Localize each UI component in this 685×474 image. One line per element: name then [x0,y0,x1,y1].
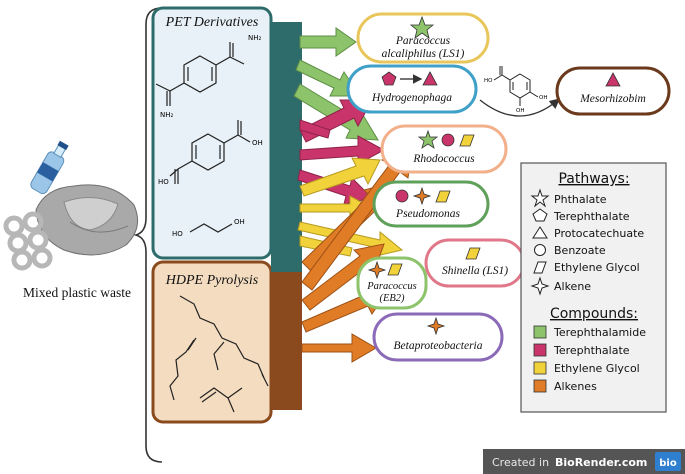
four-point-star-icon [530,276,550,296]
legend-pathway-label: Protocatechuate [554,227,644,240]
legend-pathways: Phthalate Terephthalate Protocatechuate … [530,188,644,296]
pet-nh2-bottom: NH₂ [160,111,174,119]
watermark-brand: BioRender.com [555,456,647,469]
pet-nh2-top: NH₂ [248,34,262,42]
organism-paracoccus-alcaliphilus: Paracoccus alcaliphilus (LS1) [356,12,490,64]
legend-compound-label: Ethylene Glycol [554,362,640,375]
watermark-badge: bio [659,458,677,469]
curved-arrow-icon [479,98,560,117]
parallelogram-icon [533,261,547,274]
pet-derivatives-box [151,6,273,260]
alkene-four-point-star-icon [412,186,432,206]
ethylene-glycol-parallelogram-icon [435,190,451,203]
organism-mesorhizobim: Mesorhizobim [555,66,671,116]
molecule-ho: HO [484,78,493,84]
terephthalamide-structure [155,42,245,106]
legend-pathway-label: Terephthalate [553,210,630,223]
biorender-watermark[interactable]: Created in BioRender.com bio [483,449,685,474]
pet-oh-b: HO [158,178,169,186]
phthalate-star-icon [409,15,435,39]
legend-pathway-label: Alkene [554,280,591,293]
ethylene-glycol-parallelogram-icon [387,263,403,276]
ethylene-glycol-parallelogram-icon [459,134,475,147]
compound-swatch [533,379,547,393]
ethylene-glycol-parallelogram-icon [465,247,481,260]
legend-pathway-label: Phthalate [554,193,607,206]
watermark-text: Created in [492,456,549,469]
organism-label: Pseudomonas [395,208,460,220]
organism-shinella: Shinella (LS1) [424,238,526,288]
benzoate-circle-icon [441,133,455,147]
hdpe-title: HDPE Pyrolysis [165,273,259,288]
organism-label: Mesorhizobim [579,93,646,105]
legend-compounds: Terephthalamide Terephthalate Ethylene G… [533,325,646,393]
pet-flow-bar [271,22,302,272]
legend-compound-label: Terephthalate [553,344,630,357]
circle-icon [534,244,546,256]
molecule-oh2: OH [516,108,524,114]
organism-label: Paracoccus [366,281,417,292]
compound-swatch [533,361,547,375]
source-label: Mixed plastic waste [23,285,131,300]
pet-oh-a: OH [252,139,263,147]
hdpe-flow-bar [271,272,302,410]
legend-pathway-label: Benzoate [554,244,606,257]
pet-oh-d: OH [234,218,245,226]
protocatechuate-structure [493,66,539,106]
compound-swatch [533,343,547,357]
phthalate-star-icon [417,129,439,149]
organism-label: Rhodococcus [412,153,475,165]
biorender-logo-icon [655,452,681,471]
legend-compound-label: Terephthalamide [553,326,646,339]
pathways-title: Pathways: [558,171,629,187]
molecule-oh1: OH [539,95,547,101]
organism-betaproteobacteria: Betaproteobacteria [372,312,504,362]
pet-title: PET Derivatives [165,15,259,30]
protocatechuate-triangle-icon [422,71,438,86]
legend-pathway-label: Ethylene Glycol [554,261,640,274]
star-icon [530,188,550,208]
ethylene-glycol-structure [189,223,233,233]
grouping-bracket [133,7,163,463]
organism-label: Shinella (LS1) [442,265,508,277]
protocatechuate-triangle-icon [605,72,621,87]
organism-label: Betaproteobacteria [394,340,483,352]
pet-oh-c: HO [172,230,183,238]
organism-hydrogenophaga: Hydrogenophaga [346,64,478,114]
organism-paracoccus-eb2: Paracoccus (EB2) [356,256,428,310]
flow-arrows [293,27,413,363]
pentagon-icon [532,208,548,222]
terephthalate-structure [169,120,251,184]
legend-compound-label: Alkenes [554,380,597,393]
organism-rhodococcus: Rhodococcus [380,124,508,174]
alkene-four-point-star-icon [426,316,446,336]
benzoate-circle-icon [395,189,409,203]
alkene-four-point-star-icon [367,260,387,280]
organism-label: Hydrogenophaga [371,92,452,104]
organism-label: (EB2) [379,293,405,304]
organism-label: alcaliphilus (LS1) [382,48,465,60]
triangle-icon [532,226,548,239]
compounds-title: Compounds: [550,306,638,322]
alkene-structures [169,295,269,413]
organism-pseudomonas: Pseudomonas [372,180,490,228]
plastic-waste-icon [3,140,139,271]
compound-swatch [533,325,547,339]
organism-label: Paracoccus [395,35,451,47]
terephthalate-pentagon-icon [381,71,397,86]
